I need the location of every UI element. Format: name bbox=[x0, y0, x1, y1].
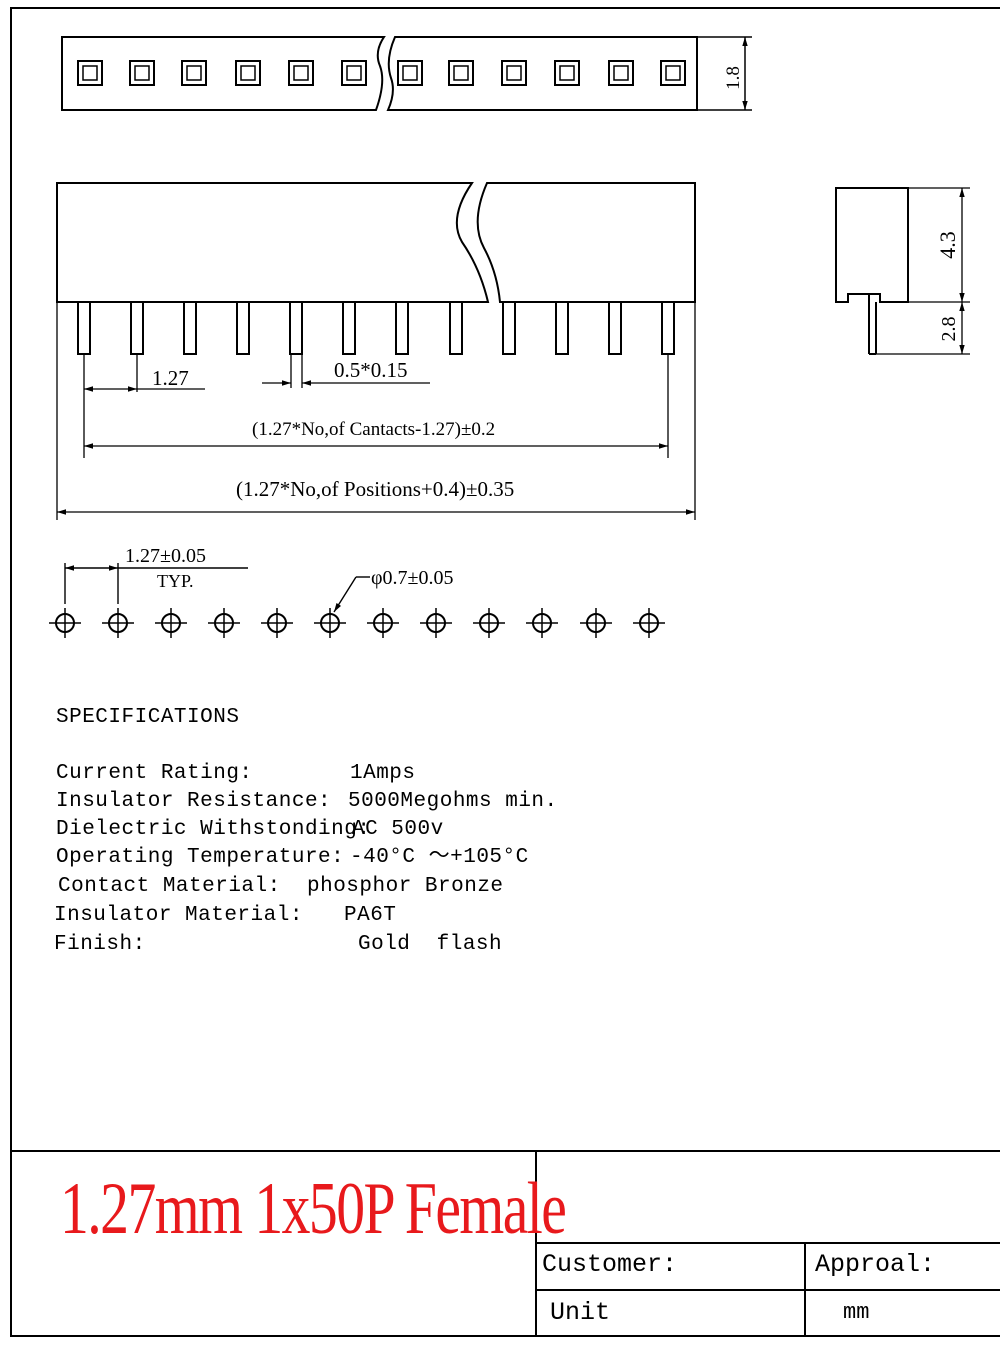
contact-square bbox=[448, 60, 474, 86]
pin bbox=[449, 301, 463, 355]
pin bbox=[183, 301, 197, 355]
dim-pitch-label: 1.27 bbox=[152, 366, 189, 390]
dim-1-8 bbox=[697, 36, 752, 111]
contact-square bbox=[608, 60, 634, 86]
contact-square-inner bbox=[186, 65, 202, 81]
dim-positions-label: (1.27*No,of Positions+0.4)±0.35 bbox=[236, 477, 514, 501]
side-dims bbox=[876, 187, 970, 355]
dim-pin-label: 0.5*0.15 bbox=[334, 358, 408, 382]
contact-square-inner bbox=[506, 65, 522, 81]
drawing-frame bbox=[10, 7, 1000, 1337]
pin bbox=[608, 301, 622, 355]
contact-square bbox=[288, 60, 314, 86]
pin bbox=[661, 301, 675, 355]
contact-square-inner bbox=[293, 65, 309, 81]
contact-square bbox=[341, 60, 367, 86]
pin bbox=[555, 301, 569, 355]
contact-square-inner bbox=[613, 65, 629, 81]
dim-pitch-tol-label: 1.27±0.05 bbox=[125, 545, 206, 567]
contact-square bbox=[397, 60, 423, 86]
contact-square-inner bbox=[346, 65, 362, 81]
top-view bbox=[61, 36, 698, 111]
front-dims bbox=[56, 302, 696, 520]
pcb-holes bbox=[49, 608, 665, 638]
pin bbox=[77, 301, 91, 355]
contact-square-inner bbox=[134, 65, 150, 81]
contact-square bbox=[501, 60, 527, 86]
contact-square bbox=[181, 60, 207, 86]
pin bbox=[395, 301, 409, 355]
front-view bbox=[56, 182, 696, 355]
contact-square bbox=[660, 60, 686, 86]
side-view bbox=[835, 187, 909, 355]
title-block bbox=[11, 1150, 1000, 1336]
contact-square-inner bbox=[559, 65, 575, 81]
pcb-layout bbox=[49, 563, 665, 638]
dim-hole-label: φ0.7±0.05 bbox=[371, 567, 454, 589]
dim-contacts-label: (1.27*No,of Cantacts-1.27)±0.2 bbox=[252, 419, 495, 440]
pin bbox=[342, 301, 356, 355]
contact-square bbox=[554, 60, 580, 86]
contact-square-inner bbox=[453, 65, 469, 81]
contact-square bbox=[129, 60, 155, 86]
dim-4-3-label: 4.3 bbox=[935, 231, 960, 259]
dim-1-8-label: 1.8 bbox=[723, 66, 744, 90]
dim-2-8-label: 2.8 bbox=[938, 317, 960, 342]
contact-squares bbox=[77, 60, 686, 86]
pin bbox=[236, 301, 250, 355]
contact-square-inner bbox=[240, 65, 256, 81]
pin bbox=[130, 301, 144, 355]
contact-square-inner bbox=[665, 65, 681, 81]
contact-square-inner bbox=[402, 65, 418, 81]
dim-typ-label: TYP. bbox=[157, 571, 194, 591]
contact-square-inner bbox=[82, 65, 98, 81]
pin bbox=[289, 301, 303, 355]
pin bbox=[502, 301, 516, 355]
contact-square bbox=[235, 60, 261, 86]
pins bbox=[77, 301, 675, 355]
contact-square bbox=[77, 60, 103, 86]
